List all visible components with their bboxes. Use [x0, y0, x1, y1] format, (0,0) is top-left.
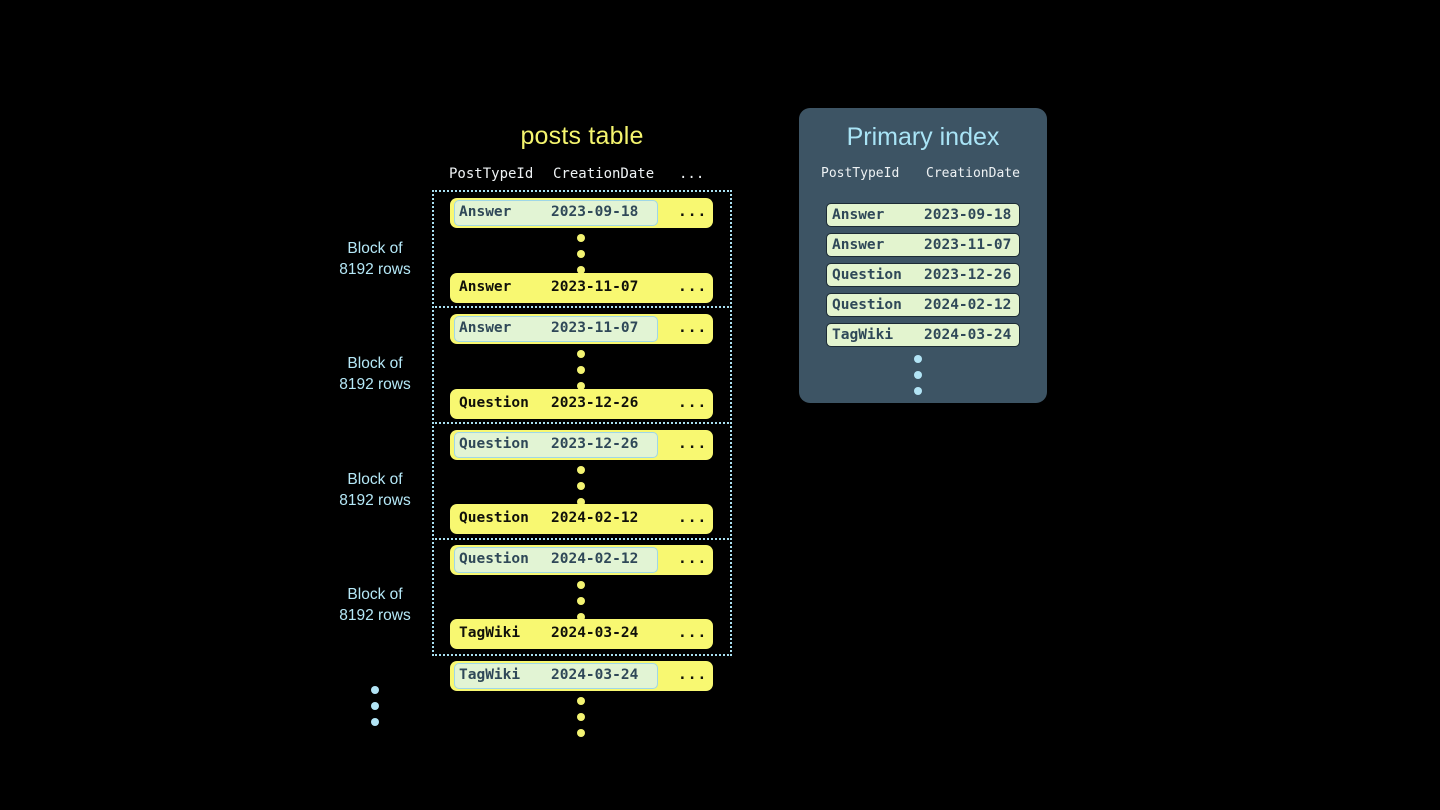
block-label-4-line2: 8192 rows	[339, 607, 411, 624]
block-label-3-line2: 8192 rows	[339, 492, 411, 509]
table-row[interactable]: TagWiki 2024-03-24 ...	[450, 619, 713, 649]
block-label-2-line1: Block of	[347, 355, 403, 372]
cell-posttypeid: Answer	[459, 279, 512, 295]
table-row[interactable]: Question 2024-02-12 ...	[450, 545, 713, 575]
column-header-ellipsis-icon: ...	[679, 166, 705, 182]
index-row[interactable]: Question 2023-12-26	[826, 263, 1020, 287]
index-cell-posttypeid: Question	[832, 297, 902, 313]
cell-creationdate: 2024-03-24	[551, 667, 639, 683]
table-row[interactable]: Answer 2023-11-07 ...	[450, 314, 713, 344]
cell-ellipsis-icon: ...	[678, 204, 708, 220]
cell-posttypeid: TagWiki	[459, 667, 521, 683]
table-row[interactable]: Answer 2023-11-07 ...	[450, 273, 713, 303]
posts-table-title: posts table	[520, 122, 644, 150]
row-highlight-box	[454, 316, 658, 342]
index-cell-posttypeid: TagWiki	[832, 327, 894, 343]
index-cell-creationdate: 2023-11-07	[924, 237, 1012, 253]
block-label-4: Block of 8192 rows	[300, 584, 450, 626]
row-ellipsis-dots	[577, 466, 587, 506]
block-label-3-line1: Block of	[347, 471, 403, 488]
cell-ellipsis-icon: ...	[678, 551, 708, 567]
column-header-creationdate: CreationDate	[553, 166, 655, 182]
cell-ellipsis-icon: ...	[678, 510, 708, 526]
index-cell-creationdate: 2023-12-26	[924, 267, 1012, 283]
index-cell-creationdate: 2024-03-24	[924, 327, 1012, 343]
index-cell-posttypeid: Question	[832, 267, 902, 283]
primary-index-panel: Primary index PostTypeId CreationDate An…	[799, 108, 1047, 403]
block-frame-4	[432, 538, 732, 656]
cell-creationdate: 2024-02-12	[551, 510, 639, 526]
block-label-1: Block of 8192 rows	[300, 238, 450, 280]
cell-creationdate: 2023-12-26	[551, 395, 639, 411]
index-row[interactable]: Answer 2023-11-07	[826, 233, 1020, 257]
cell-posttypeid: Question	[459, 510, 529, 526]
cell-posttypeid: Answer	[459, 320, 512, 336]
table-continuation-dots	[577, 697, 587, 737]
primary-index-column-headers: PostTypeId CreationDate	[821, 166, 1031, 186]
block-label-1-line2: 8192 rows	[339, 261, 411, 278]
index-row[interactable]: Answer 2023-09-18	[826, 203, 1020, 227]
cell-posttypeid: Question	[459, 395, 529, 411]
cell-ellipsis-icon: ...	[678, 625, 708, 641]
cell-creationdate: 2024-02-12	[551, 551, 639, 567]
index-column-header-posttypeid: PostTypeId	[821, 166, 900, 181]
column-header-posttypeid: PostTypeId	[449, 166, 534, 182]
cell-posttypeid: TagWiki	[459, 625, 521, 641]
blocks-continuation-dots	[371, 686, 381, 726]
cell-posttypeid: Question	[459, 551, 529, 567]
block-label-3: Block of 8192 rows	[300, 469, 450, 511]
row-highlight-box	[454, 432, 658, 458]
cell-creationdate: 2023-11-07	[551, 320, 639, 336]
cell-creationdate: 2023-09-18	[551, 204, 639, 220]
row-ellipsis-dots	[577, 234, 587, 274]
block-label-2-line2: 8192 rows	[339, 376, 411, 393]
block-label-4-line1: Block of	[347, 586, 403, 603]
table-row[interactable]: Answer 2023-09-18 ...	[450, 198, 713, 228]
index-cell-creationdate: 2023-09-18	[924, 207, 1012, 223]
block-label-2: Block of 8192 rows	[300, 353, 450, 395]
cell-ellipsis-icon: ...	[678, 279, 708, 295]
index-cell-posttypeid: Answer	[832, 207, 885, 223]
row-ellipsis-dots	[577, 581, 587, 621]
row-highlight-box	[454, 547, 658, 573]
index-continuation-dots	[914, 355, 924, 395]
cell-ellipsis-icon: ...	[678, 667, 708, 683]
primary-index-title: Primary index	[846, 123, 1000, 151]
block-label-1-line1: Block of	[347, 240, 403, 257]
cell-posttypeid: Answer	[459, 204, 512, 220]
cell-creationdate: 2023-11-07	[551, 279, 639, 295]
cell-ellipsis-icon: ...	[678, 436, 708, 452]
index-cell-creationdate: 2024-02-12	[924, 297, 1012, 313]
cell-creationdate: 2023-12-26	[551, 436, 639, 452]
row-highlight-box	[454, 663, 658, 689]
cell-posttypeid: Question	[459, 436, 529, 452]
index-column-header-creationdate: CreationDate	[926, 166, 1020, 181]
cell-ellipsis-icon: ...	[678, 395, 708, 411]
index-row[interactable]: Question 2024-02-12	[826, 293, 1020, 317]
table-row[interactable]: Question 2023-12-26 ...	[450, 430, 713, 460]
table-row-trailing[interactable]: TagWiki 2024-03-24 ...	[450, 661, 713, 691]
row-ellipsis-dots	[577, 350, 587, 390]
table-row[interactable]: Question 2024-02-12 ...	[450, 504, 713, 534]
index-row[interactable]: TagWiki 2024-03-24	[826, 323, 1020, 347]
cell-ellipsis-icon: ...	[678, 320, 708, 336]
row-highlight-box	[454, 200, 658, 226]
table-row[interactable]: Question 2023-12-26 ...	[450, 389, 713, 419]
posts-table-column-headers: PostTypeId CreationDate ...	[449, 166, 715, 186]
index-cell-posttypeid: Answer	[832, 237, 885, 253]
cell-creationdate: 2024-03-24	[551, 625, 639, 641]
